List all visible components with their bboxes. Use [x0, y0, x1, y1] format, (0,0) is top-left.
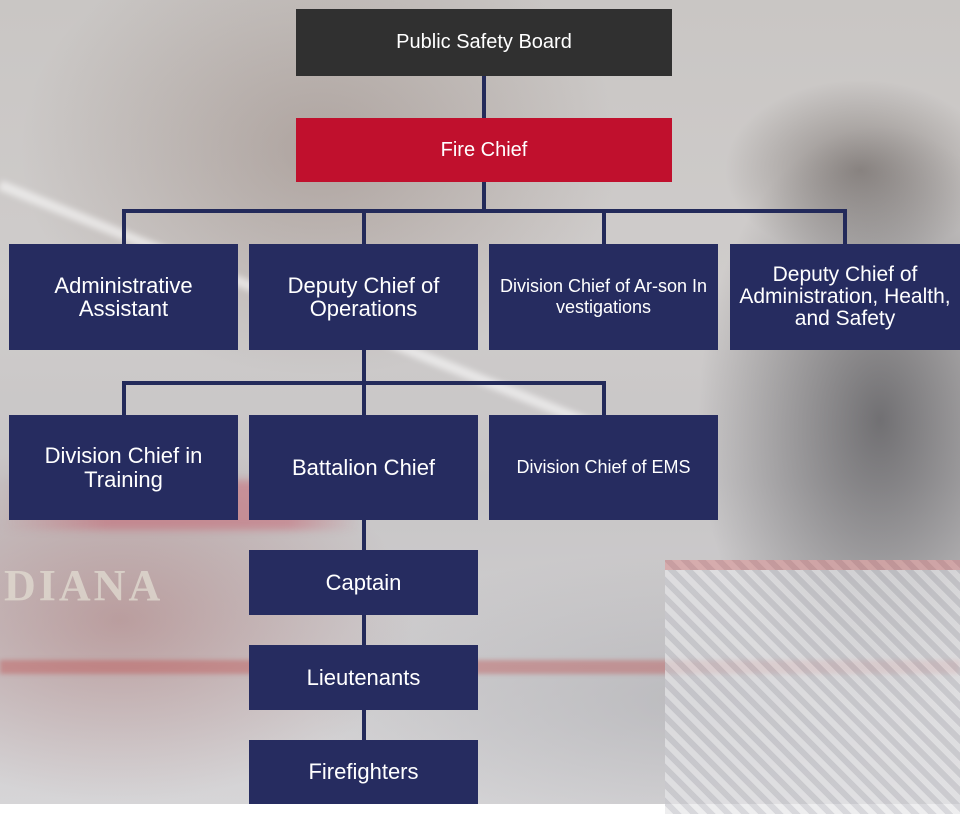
box-label: Lieutenants: [306, 664, 421, 690]
box-battalion-chief: Battalion Chief: [249, 415, 478, 520]
box-deputy-chief-operations: Deputy Chief of Operations: [249, 244, 478, 350]
box-administrative-assistant: Administrative Assistant: [9, 244, 238, 350]
box-captain: Captain: [249, 550, 478, 615]
box-public-safety-board: Public Safety Board: [296, 9, 672, 76]
box-label: Deputy Chief of Administration, Health, …: [739, 262, 951, 331]
box-label: Public Safety Board: [396, 31, 572, 53]
truck-lettering: DIANA: [4, 561, 164, 610]
box-label: Division Chief of Ar-son Investigations: [499, 276, 708, 317]
box-deputy-chief-administration: Deputy Chief of Administration, Health, …: [730, 244, 960, 350]
box-fire-chief: Fire Chief: [296, 118, 672, 182]
box-label: Division Chief of EMS: [516, 457, 691, 478]
box-label: Firefighters: [308, 759, 419, 785]
box-label: Division Chief in Training: [44, 443, 203, 492]
box-division-chief-training: Division Chief in Training: [9, 415, 238, 520]
box-label: Captain: [325, 569, 402, 595]
box-division-chief-ems: Division Chief of EMS: [489, 415, 718, 520]
box-label: Deputy Chief of Operations: [287, 272, 440, 321]
box-label: Administrative Assistant: [54, 272, 193, 321]
box-division-chief-arson: Division Chief of Ar-son Investigations: [489, 244, 718, 350]
box-firefighters: Firefighters: [249, 740, 478, 804]
truck-panel: [665, 560, 960, 814]
box-lieutenants: Lieutenants: [249, 645, 478, 710]
box-label: Fire Chief: [440, 138, 528, 161]
box-label: Battalion Chief: [291, 454, 436, 480]
